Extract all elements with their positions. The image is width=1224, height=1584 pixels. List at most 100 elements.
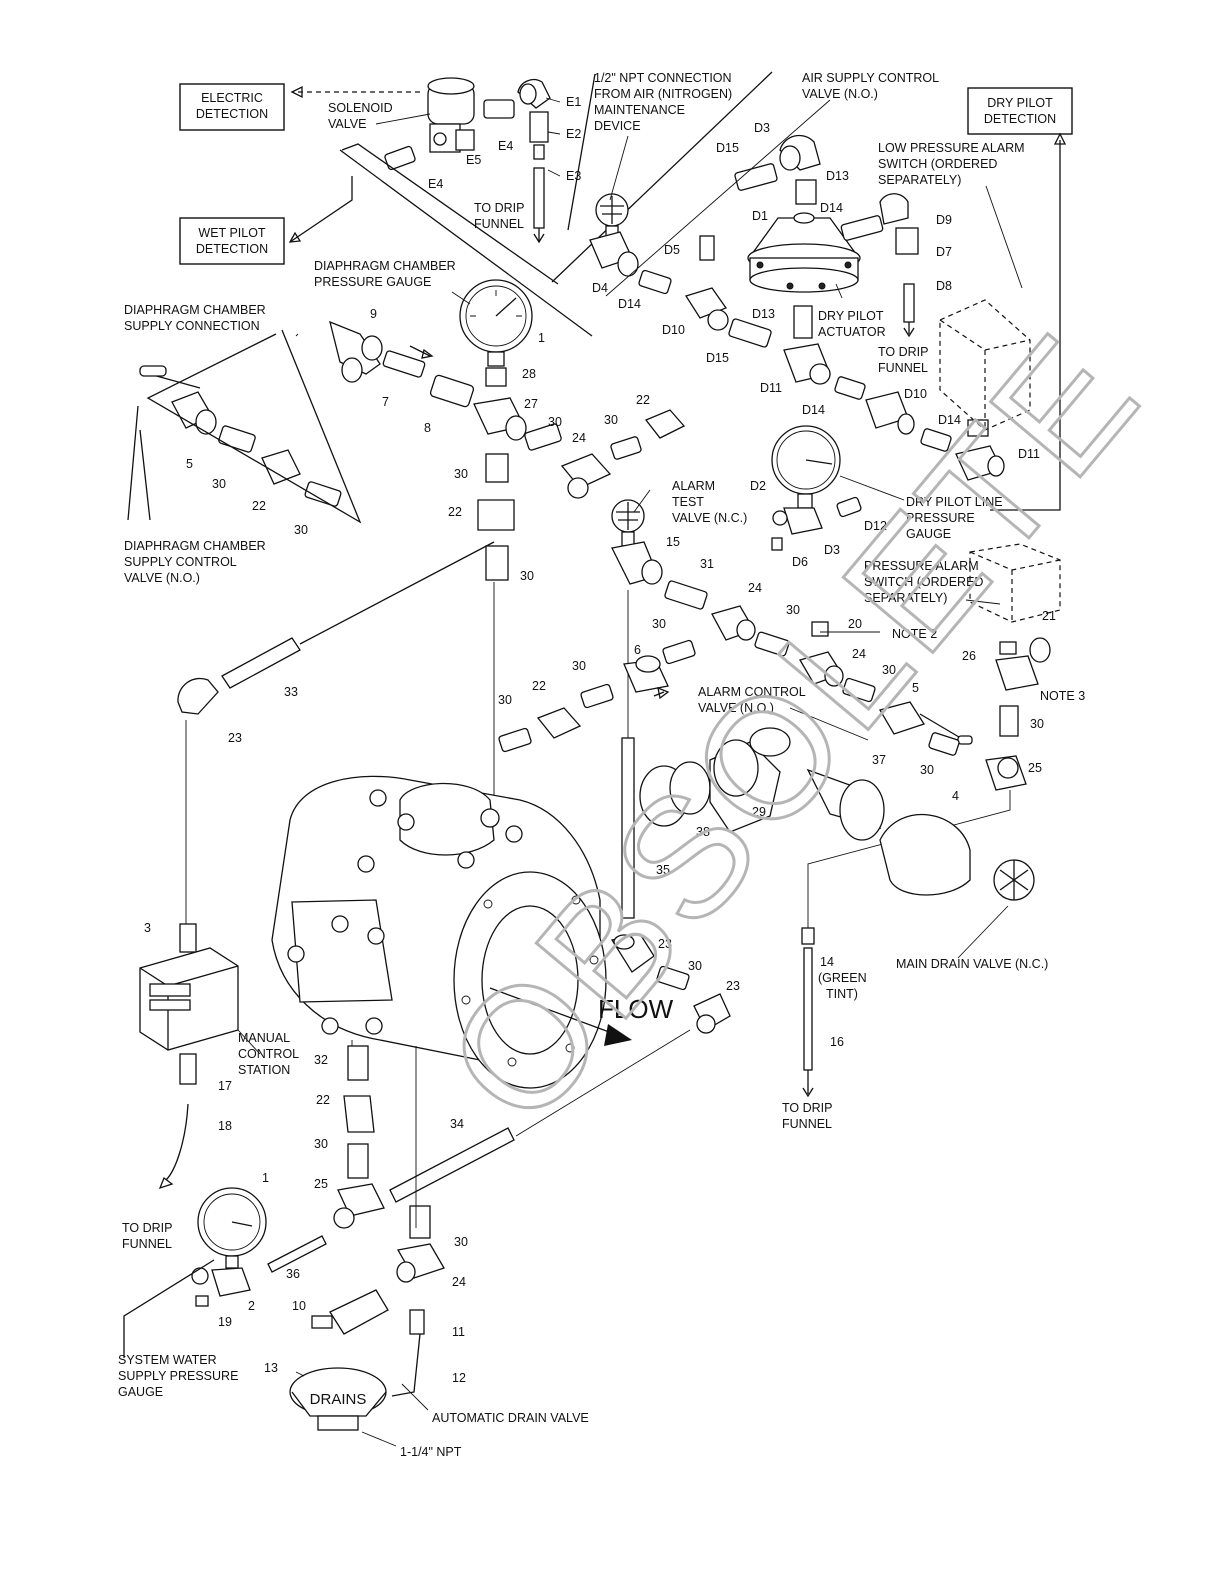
part-n12: 12: [452, 1371, 466, 1385]
part-D15b: D15: [706, 351, 729, 365]
part-D14d: D14: [938, 413, 961, 427]
dpa-line2: ACTUATOR: [818, 325, 886, 339]
part-n5a: 5: [186, 457, 193, 471]
acv-line1: ALARM CONTROL: [698, 685, 806, 699]
part-n15: 15: [666, 535, 680, 549]
air-supply-line2: VALVE (N.O.): [802, 87, 878, 101]
part-n32: 32: [314, 1053, 328, 1067]
part-D10b: D10: [904, 387, 927, 401]
part-n8: 8: [424, 421, 431, 435]
part-E4a: E4: [498, 139, 513, 153]
pas-line2: SWITCH (ORDERED: [864, 575, 983, 589]
low-pressure-line3: SEPARATELY): [878, 173, 961, 187]
part-D13a: D13: [826, 169, 849, 183]
part-n34: 34: [450, 1117, 464, 1131]
dcsc-line2: SUPPLY CONNECTION: [124, 319, 260, 333]
part-n29: 29: [752, 805, 766, 819]
part-n30k: 30: [498, 693, 512, 707]
dcpg-line1: DIAPHRAGM CHAMBER: [314, 259, 456, 273]
part-D11b: D11: [1018, 447, 1040, 461]
callout-drains: DRAINS: [310, 1391, 367, 1408]
npt-connection-line2: FROM AIR (NITROGEN): [594, 87, 732, 101]
center-tee-assembly: [473, 397, 686, 581]
dry-pilot-detection-line1: DRY PILOT: [987, 96, 1053, 110]
part-n33: 33: [284, 685, 298, 699]
part-n18: 18: [218, 1119, 232, 1133]
callout-to-drip-funnel-d: TO DRIP FUNNEL: [878, 345, 928, 375]
drip-funnel-d-line1: TO DRIP: [878, 345, 928, 359]
tube-16: [803, 947, 813, 1071]
low-pressure-alarm-switch: [939, 299, 1031, 431]
low-pressure-line1: LOW PRESSURE ALARM: [878, 141, 1025, 155]
dcscv-line2: SUPPLY CONTROL: [124, 555, 237, 569]
part-n30o: 30: [314, 1137, 328, 1151]
part-n10: 10: [292, 1299, 306, 1313]
part-n30d: 30: [520, 569, 534, 583]
part-D11a: D11: [760, 381, 782, 395]
part-n28: 28: [522, 367, 536, 381]
callout-npt-drain: 1-1/4" NPT: [400, 1445, 462, 1459]
callout-diaphragm-chamber-supply-control-valve: DIAPHRAGM CHAMBER SUPPLY CONTROL VALVE (…: [124, 539, 266, 585]
npt-connection-line1: 1/2" NPT CONNECTION: [594, 71, 732, 85]
part-n24c: 24: [852, 647, 866, 661]
part-n26: 26: [962, 649, 976, 663]
part-n17: 17: [218, 1079, 232, 1093]
callout-system-water-supply-pressure-gauge: SYSTEM WATER SUPPLY PRESSURE GAUGE: [118, 1353, 238, 1399]
wet-pilot-detection-box: WET PILOT DETECTION: [179, 217, 285, 265]
part-D12: D12: [864, 519, 887, 533]
dpa-line1: DRY PILOT: [818, 309, 884, 323]
part-n24a: 24: [572, 431, 586, 445]
pipe-36: [267, 1235, 327, 1273]
dplpg-line1: DRY PILOT LINE: [906, 495, 1003, 509]
dcscv-line3: VALVE (N.O.): [124, 571, 200, 585]
part-E4b: E4: [428, 177, 443, 191]
part-n30f: 30: [294, 523, 308, 537]
part-n31: 31: [700, 557, 714, 571]
part-n30c: 30: [454, 467, 468, 481]
strainer-and-check: [329, 320, 475, 408]
part-n27: 27: [524, 397, 538, 411]
part-D5: D5: [664, 243, 680, 257]
part-n24d: 24: [452, 1275, 466, 1289]
part-n2: 2: [248, 1299, 255, 1313]
part-n16: 16: [830, 1035, 844, 1049]
dcscv-line1: DIAPHRAGM CHAMBER: [124, 539, 266, 553]
callout-dry-pilot-line-pressure-gauge: DRY PILOT LINE PRESSURE GAUGE: [906, 495, 1003, 541]
atv-line3: VALVE (N.C.): [672, 511, 747, 525]
pas-line1: PRESSURE ALARM: [864, 559, 979, 573]
fittings-e: [384, 78, 551, 244]
part-n9: 9: [370, 307, 377, 321]
part-n23c: 23: [726, 979, 740, 993]
pipe-35: [621, 737, 635, 919]
dry-pilot-detection-line2: DETECTION: [984, 112, 1056, 126]
diaphragm-chamber-supply-control-valve: [139, 365, 342, 507]
part-D14a: D14: [820, 201, 843, 215]
mcs-line1: MANUAL: [238, 1031, 290, 1045]
npt-connection-line4: DEVICE: [594, 119, 641, 133]
part-n37: 37: [872, 753, 886, 767]
fitting-14: [801, 927, 815, 945]
electric-detection-line1: ELECTRIC: [201, 91, 263, 105]
dry-pilot-line-pressure-gauge: [771, 425, 862, 551]
part-n13: 13: [264, 1361, 278, 1375]
part-n25b: 25: [314, 1177, 328, 1191]
part-n22a: 22: [636, 393, 650, 407]
callout-green-tint: 14 (GREEN TINT): [818, 955, 867, 1001]
part-n23a: 23: [228, 731, 242, 745]
drain-fittings-large: [639, 727, 1035, 901]
callout-to-drip-funnel-e: TO DRIP FUNNEL: [474, 201, 524, 231]
callout-dry-pilot-actuator: DRY PILOT ACTUATOR: [818, 309, 886, 339]
part-D2: D2: [750, 479, 766, 493]
air-supply-line1: AIR SUPPLY CONTROL: [802, 71, 939, 85]
electric-detection-box: ELECTRIC DETECTION: [179, 83, 285, 131]
dcsc-line1: DIAPHRAGM CHAMBER: [124, 303, 266, 317]
electric-detection-line2: DETECTION: [196, 107, 268, 121]
air-supply-control-valve: [589, 193, 639, 277]
pas-line3: SEPARATELY): [864, 591, 947, 605]
pressure-alarm-right-fittings: [985, 637, 1051, 791]
drip-funnel-e-line2: FUNNEL: [474, 217, 524, 231]
callout-to-drip-funnel-main: TO DRIP FUNNEL: [782, 1101, 832, 1131]
atv-line2: TEST: [672, 495, 704, 509]
part-E3: E3: [566, 169, 581, 183]
green-tint-line2: (GREEN: [818, 971, 867, 985]
